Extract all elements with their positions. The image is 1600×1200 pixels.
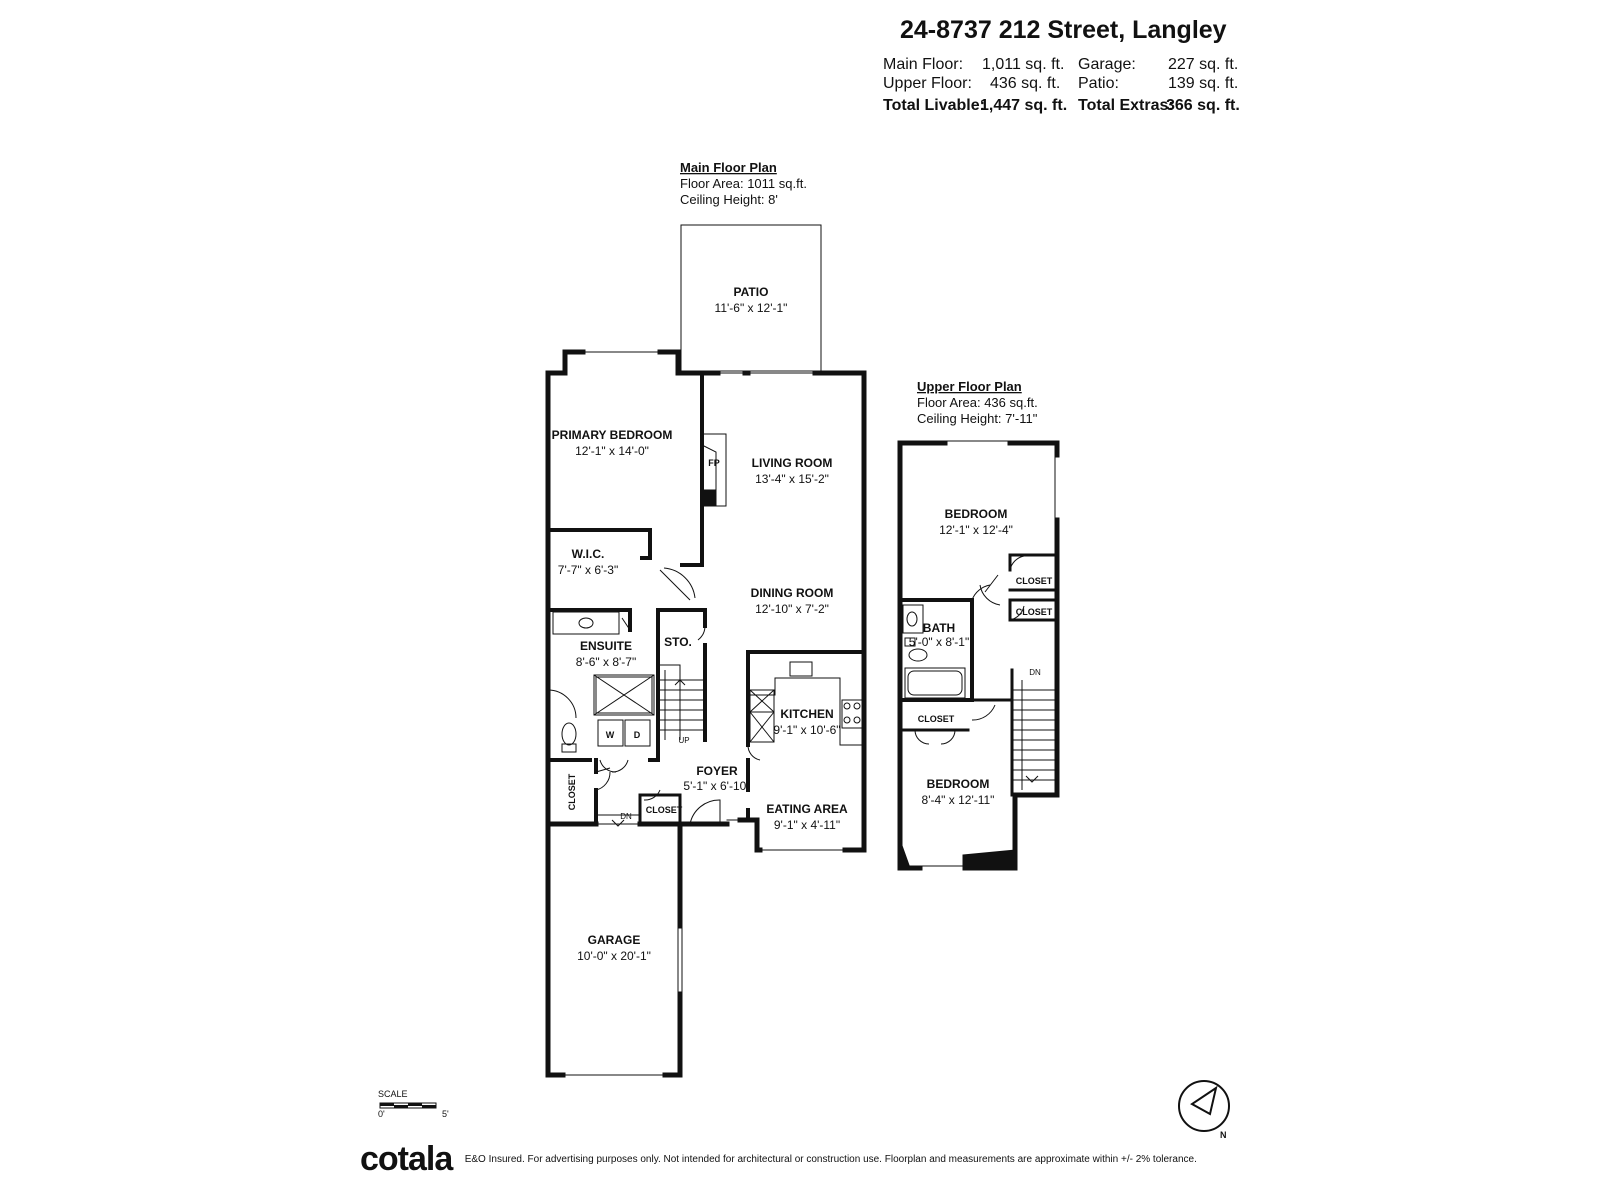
room-bath-name: BATH [923,621,955,635]
scale-label: SCALE [378,1089,408,1099]
dryer-label: D [634,730,641,740]
room-eating-area-name: EATING AREA [766,802,848,816]
garage-label: Garage: [1078,56,1136,73]
room-dining-room-name: DINING ROOM [751,586,834,600]
cotala-logo: cotala [360,1140,453,1178]
upper-floor-label: Upper Floor: [883,75,972,92]
room-wic-name: W.I.C. [572,547,605,561]
room-sto-name: STO. [664,635,692,649]
room-bath-dim: 5'-0" x 8'-1" [909,635,969,649]
room-foyer-name: FOYER [696,764,738,778]
scale-bar: SCALE 0' 5' [378,1089,449,1119]
scale-max: 5' [442,1109,449,1119]
disclaimer: E&O Insured. For advertising purposes on… [464,1154,1197,1165]
room-kitchen-name: KITCHEN [780,707,833,721]
upper-floor-plan-heading: Upper Floor Plan [917,379,1022,394]
main-ceiling-height: Ceiling Height: 8' [680,192,778,207]
room-dining-room-dim: 12'-10" x 7'-2" [755,602,829,616]
room-living-room-name: LIVING ROOM [752,456,833,470]
foyer-closet-label: CLOSET [646,805,683,815]
scale-min: 0' [378,1109,385,1119]
property-address: 24-8737 212 Street, Langley [900,16,1227,44]
main-floor-value: 1,011 sq. ft. [982,56,1065,73]
compass-icon: N [1178,1080,1230,1140]
upper-closet2-label: CLOSET [1016,607,1053,617]
left-closet-label: CLOSET [567,773,577,810]
room-ensuite-name: ENSUITE [580,639,632,653]
total-extras-label: Total Extras: [1078,97,1174,114]
fireplace-label: FP [708,458,720,468]
room-upper-bedroom2-name: BEDROOM [927,777,990,791]
upper-stair-dn-label: DN [1029,668,1041,677]
washer-label: W [606,730,615,740]
upper-closet1-label: CLOSET [1016,576,1053,586]
upper-ceiling-height: Ceiling Height: 7'-11" [917,411,1038,426]
room-living-room-dim: 13'-4" x 15'-2" [755,472,829,486]
upper-floor-value: 436 sq. ft. [990,75,1061,92]
main-floor-fixtures [547,433,864,827]
main-floor-plan-heading: Main Floor Plan [680,160,777,175]
room-upper-bedroom2-dim: 8'-4" x 12'-11" [922,793,995,807]
room-ensuite-dim: 8'-6" x 8'-7" [576,655,636,669]
room-garage-dim: 10'-0" x 20'-1" [577,949,651,963]
room-eating-area-dim: 9'-1" x 4'-11" [774,818,840,832]
main-floor-label: Main Floor: [883,56,964,73]
footer: cotala E&O Insured. For advertising purp… [360,1140,1197,1179]
room-garage-name: GARAGE [588,933,641,947]
total-extras-value: 366 sq. ft. [1166,97,1240,114]
room-upper-bedroom1-dim: 12'-1" x 12'-4" [939,523,1013,537]
room-patio-dim: 11'-6" x 12'-1" [715,301,788,315]
room-kitchen-dim: 9'-1" x 10'-6" [773,723,840,737]
room-patio-name: PATIO [734,285,769,299]
room-foyer-dim: 5'-1" x 6'-10" [683,779,750,793]
room-upper-bedroom1-name: BEDROOM [945,507,1008,521]
compass-north-label: N [1220,1130,1227,1140]
main-floor-walls [545,224,867,1078]
garage-stair-dn-label: DN [620,812,632,821]
upper-floor-area: Floor Area: 436 sq.ft. [917,395,1038,410]
room-wic-dim: 7'-7" x 6'-3" [558,563,618,577]
upper-closet3-label: CLOSET [918,714,955,724]
garage-value: 227 sq. ft. [1168,56,1239,73]
main-floor-area: Floor Area: 1011 sq.ft. [680,176,807,191]
stair-up-label: UP [678,736,689,745]
total-livable-value: 1,447 sq. ft. [980,97,1068,114]
total-livable-label: Total Livable: [883,97,985,114]
upper-floor-fixtures [899,555,1057,869]
patio-value: 139 sq. ft. [1168,75,1239,92]
room-primary-bedroom-dim: 12'-1" x 14'-0" [575,444,649,458]
room-primary-bedroom-name: PRIMARY BEDROOM [552,428,673,442]
patio-label: Patio: [1078,75,1119,92]
